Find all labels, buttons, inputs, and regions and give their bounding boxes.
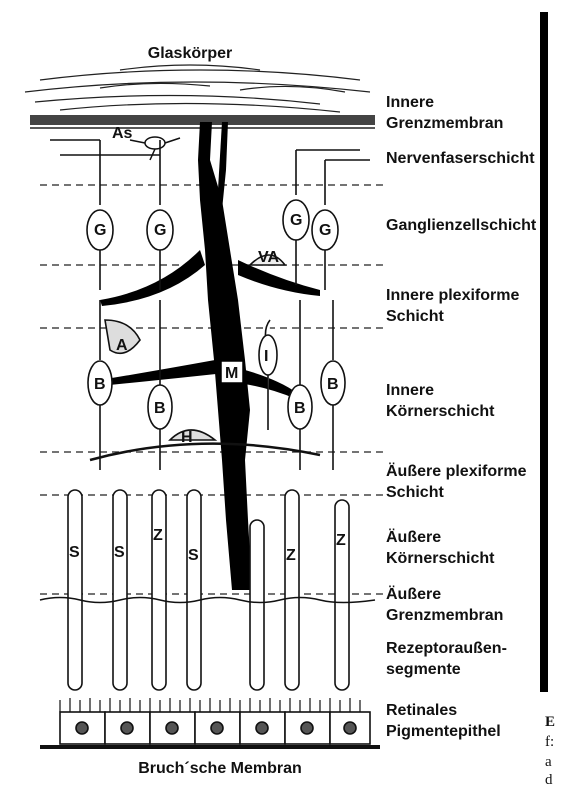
- ganglion-label-3: G: [290, 212, 302, 229]
- bipolar-label-4: B: [327, 376, 339, 393]
- layer-label-nerve-fiber: Nervenfaserschicht: [386, 148, 535, 169]
- vitreous-lines: [25, 65, 370, 112]
- astrocyte-label: As: [112, 125, 133, 142]
- vitreous-label: Glaskörper: [148, 45, 232, 62]
- layer-label-outer-limiting-membrane: Äußere Grenzmembran: [386, 584, 503, 626]
- bipolar-label-2: B: [154, 400, 166, 417]
- cone-label-2: Z: [286, 547, 296, 564]
- pigment-epithelium: [60, 712, 370, 744]
- layer-label-ganglion-cell: Ganglienzellschicht: [386, 215, 536, 236]
- ganglion-label-2: G: [154, 222, 166, 239]
- separator-bar: [540, 12, 548, 692]
- rod-label-1: S: [69, 544, 80, 561]
- muller-cell: [198, 122, 252, 590]
- rod-label-2: S: [114, 544, 125, 561]
- cone-label-1: Z: [153, 527, 163, 544]
- side-text-2: f:: [545, 734, 554, 751]
- interplexiform-label: I: [264, 348, 268, 365]
- layer-label-pigment-epithelium: Retinales Pigmentepithel: [386, 700, 501, 742]
- layer-label-receptor-outer-segments: Rezeptoraußen- segmente: [386, 638, 507, 680]
- bipolar-label-1: B: [94, 376, 106, 393]
- photoreceptors: [68, 490, 349, 690]
- layer-label-inner-plexiform: Innere plexiforme Schicht: [386, 285, 519, 327]
- displaced-amacrine-label: VA: [258, 249, 279, 266]
- side-text-1: E: [545, 714, 555, 731]
- ganglion-label-1: G: [94, 222, 106, 239]
- layer-label-outer-nuclear: Äußere Körnerschicht: [386, 527, 494, 569]
- cone-label-3: Z: [336, 532, 346, 549]
- horizontal-label: H: [181, 429, 193, 446]
- layer-label-outer-plexiform: Äußere plexiforme Schicht: [386, 461, 526, 503]
- astrocyte: [130, 137, 180, 160]
- rod-label-3: S: [188, 547, 199, 564]
- muller-label: M: [225, 365, 238, 382]
- side-text-4: d: [545, 772, 553, 789]
- bipolar-label-3: B: [294, 400, 306, 417]
- side-text-3: a: [545, 754, 552, 771]
- layer-label-inner-nuclear: Innere Körnerschicht: [386, 380, 494, 422]
- layer-label-inner-limiting-membrane: Innere Grenzmembran: [386, 92, 503, 134]
- bruch-membrane-label: Bruch´sche Membran: [138, 760, 302, 777]
- amacrine-label: A: [116, 337, 128, 354]
- ganglion-label-4: G: [319, 222, 331, 239]
